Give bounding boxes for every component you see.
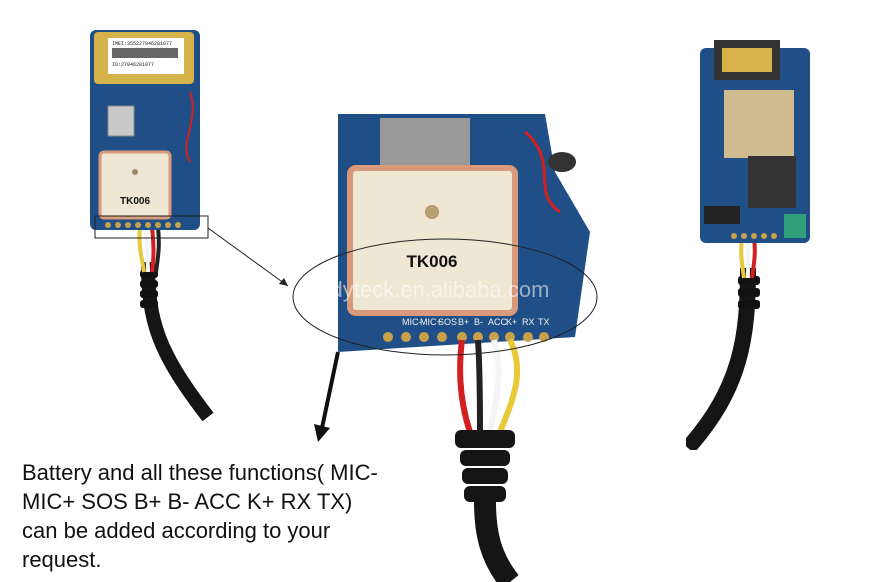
pin-label-b-plus: B+: [458, 317, 469, 327]
left-pin-row: [105, 222, 181, 228]
right-wires: [739, 237, 757, 279]
pin-label-rx: RX: [522, 317, 535, 327]
center-sim-slot: [380, 118, 470, 168]
center-antenna-label: TK006: [406, 252, 457, 271]
center-cable: [474, 501, 519, 582]
pin-labels: MIC- MIC+ SOS B+ B- ACC K+ RX TX: [402, 317, 550, 327]
left-device-photo: IMEI:355227046281077 ID:27046281077 TK00…: [90, 30, 214, 422]
right-device-photo: [686, 40, 810, 450]
left-sticker-line-1: IMEI:355227046281077: [112, 41, 172, 47]
left-antenna-label: TK006: [120, 196, 150, 207]
right-gps-module: [724, 90, 794, 158]
caption-text: Battery and all these functions( MIC- MI…: [22, 460, 378, 572]
watermark: dyteck.en.alibaba.com: [331, 277, 550, 302]
left-wires: [137, 226, 161, 273]
pin-label-mic-plus: MIC+: [420, 317, 442, 327]
pin-label-sos: SOS: [438, 317, 457, 327]
right-cable-boot: [738, 276, 760, 309]
callout-ellipse: [292, 238, 598, 356]
left-sticker-line-2: ID:27046281077: [112, 62, 154, 68]
down-arrow: [314, 351, 340, 442]
pin-label-acc: ACC: [488, 317, 508, 327]
left-gps-antenna: [98, 150, 172, 220]
right-pin-row: [731, 233, 777, 239]
center-wires: [457, 338, 521, 434]
center-cable-boot: [455, 430, 515, 502]
pin-label-tx: TX: [538, 317, 550, 327]
left-cable-boot: [140, 270, 158, 308]
pin-label-b-minus: B-: [474, 317, 483, 327]
left-imei-sticker: IMEI:355227046281077 ID:27046281077: [108, 38, 184, 74]
pin-label-k-plus: K+: [506, 317, 517, 327]
right-chip: [748, 156, 796, 208]
center-closeup-photo: TK006 dyteck.en.alibaba.com MIC- MIC+ SO…: [292, 114, 598, 582]
left-highlight-box: [94, 215, 209, 239]
center-gps-antenna: [347, 165, 518, 316]
left-sim-slot: [107, 105, 135, 137]
pin-label-mic-minus: MIC-: [402, 317, 422, 327]
